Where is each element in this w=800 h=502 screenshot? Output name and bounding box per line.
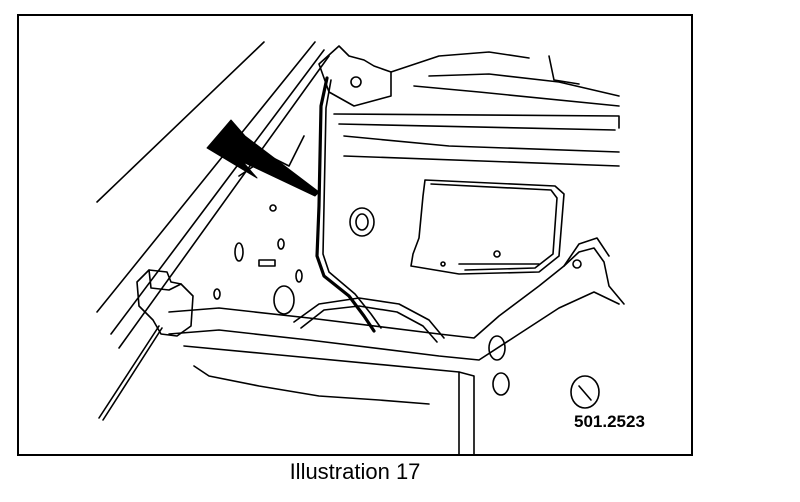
- hose: [293, 297, 445, 339]
- cowl-line: [390, 51, 530, 73]
- lower-panel-line: [193, 365, 430, 405]
- pillar-edge-line: [118, 55, 330, 349]
- panel-slot: [258, 259, 276, 267]
- pillar-edge-line: [96, 41, 265, 203]
- panel-rail: [333, 113, 620, 129]
- panel-rail: [343, 135, 620, 153]
- panel-hole: [570, 375, 600, 409]
- pointer-arrow: [206, 119, 320, 197]
- cowl-line: [428, 73, 620, 97]
- grommet-inner: [355, 213, 369, 231]
- panel-hole: [273, 285, 295, 315]
- panel-rail: [343, 155, 620, 167]
- mount-block: [136, 269, 194, 337]
- wiring-harness: [322, 79, 382, 329]
- panel-hole: [488, 335, 506, 361]
- panel-hole: [269, 204, 277, 212]
- mount-block: [148, 269, 182, 291]
- cable-line: [102, 327, 163, 421]
- cross-member: [168, 291, 620, 361]
- wiring-harness: [315, 76, 376, 333]
- figure-caption: Illustration 17: [289, 459, 421, 484]
- cable-line: [98, 325, 160, 419]
- grommet: [349, 207, 375, 237]
- small-hole: [493, 250, 501, 258]
- pillar-edge-line: [96, 41, 316, 313]
- panel-hole: [234, 242, 244, 262]
- hose: [300, 305, 438, 343]
- cross-member-lower: [183, 345, 475, 454]
- bracket-outline: [548, 55, 580, 85]
- panel-hole-inner: [578, 385, 592, 401]
- illustration-frame: 501.2523: [17, 14, 693, 456]
- bracket-hole: [350, 76, 362, 88]
- pillar-edge-line: [110, 49, 325, 335]
- upper-bracket: [318, 45, 392, 107]
- access-opening-inner: [430, 183, 558, 271]
- panel-rail: [338, 123, 616, 131]
- bracket-hole: [572, 259, 582, 269]
- panel-hole: [492, 372, 510, 396]
- access-opening: [410, 179, 565, 275]
- figure-reference-number: 501.2523: [574, 412, 645, 431]
- cowl-line: [413, 85, 620, 107]
- small-hole: [440, 261, 446, 267]
- cross-member: [168, 247, 625, 339]
- technical-line-drawing: [96, 41, 625, 454]
- bracket-end: [563, 237, 610, 267]
- panel-hole: [295, 269, 303, 283]
- panel-hole: [277, 238, 285, 250]
- panel-hole: [213, 288, 221, 300]
